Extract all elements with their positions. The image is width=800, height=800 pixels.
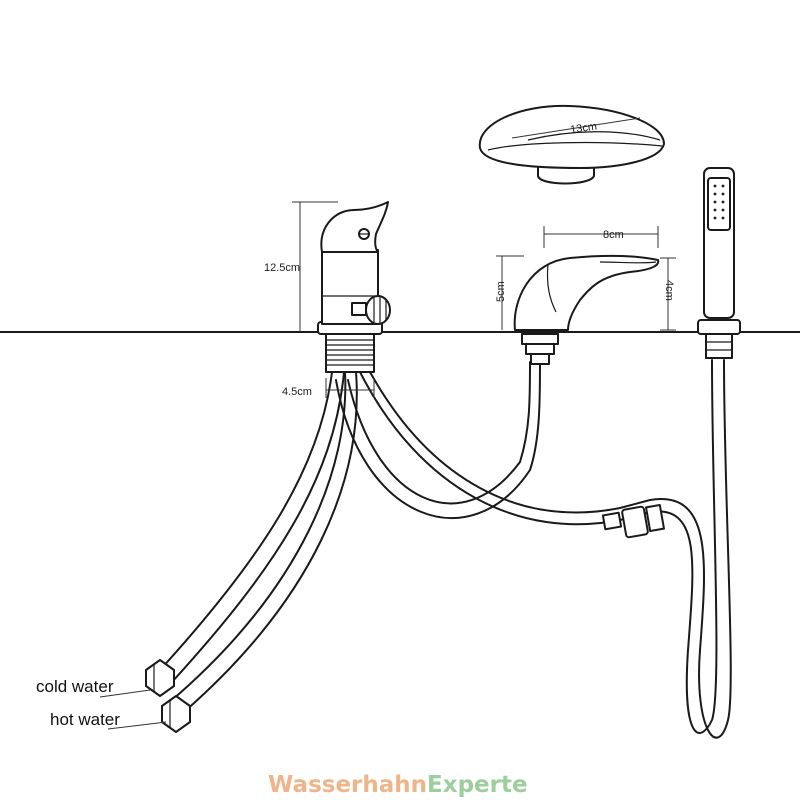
shower-holder — [697, 319, 741, 335]
dim-spout-top: 13cm — [569, 121, 597, 137]
hoses — [159, 359, 732, 739]
watermark: WasserhahnExperte — [268, 772, 528, 798]
hot-water-hose — [171, 371, 358, 713]
hot-water-label: hot water — [50, 710, 120, 729]
hot-water-nut — [161, 695, 191, 733]
dim-spout-depth: 4cm — [663, 280, 675, 301]
diverter-knob-stem — [351, 302, 367, 316]
dimension-lines — [99, 117, 676, 730]
shower-nozzles — [713, 184, 725, 220]
spout-fitting — [521, 333, 559, 365]
diverter-knob — [365, 295, 391, 325]
mixer-threads — [326, 339, 374, 366]
cold-water-label: cold water — [36, 677, 114, 696]
spout-body — [513, 254, 660, 331]
mixer-faucet — [317, 201, 391, 373]
hand-shower — [697, 167, 741, 359]
watermark-part1: Wasserhahn — [268, 772, 427, 798]
cold-water-nut — [145, 659, 175, 697]
cold-water-hose — [159, 371, 345, 683]
mixer-lever — [320, 201, 389, 253]
hose-connector — [601, 503, 665, 539]
dim-mixer-height: 12.5cm — [264, 262, 300, 274]
dim-spout-height: 5cm — [495, 281, 507, 302]
spout-top-view — [478, 104, 665, 185]
dim-mixer-diameter: 4.5cm — [282, 386, 312, 398]
spout-top-shape — [478, 104, 665, 169]
spout — [513, 254, 660, 331]
spout-hose — [335, 361, 541, 520]
shower-hose — [359, 359, 732, 739]
dim-spout-length: 8cm — [603, 229, 624, 241]
watermark-part2: Experte — [427, 772, 528, 798]
